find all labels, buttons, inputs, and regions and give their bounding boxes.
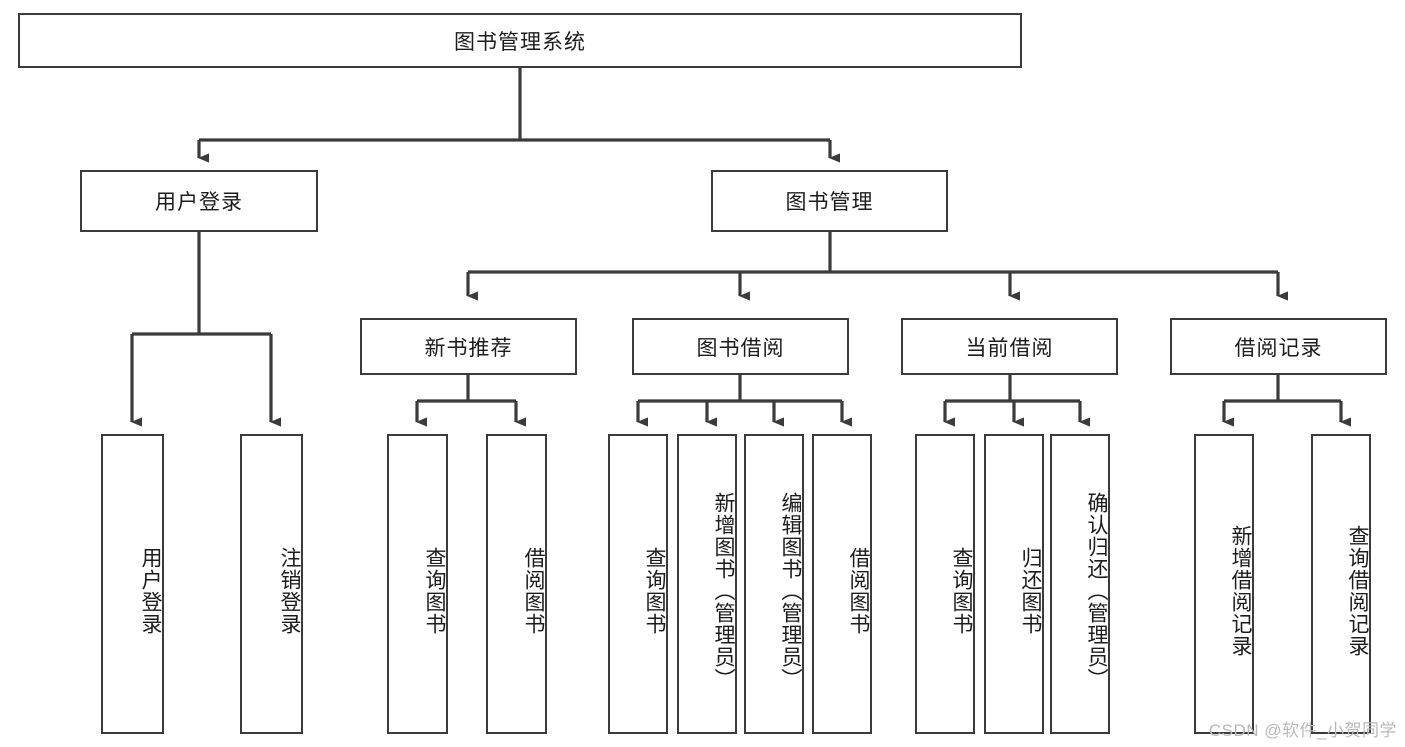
node-label: 归还图书 (1019, 547, 1042, 635)
node-label: 查询借阅记录 (1346, 525, 1369, 657)
leaf-new-book-query-book[interactable]: 查询图书 (387, 434, 448, 734)
node-book-management[interactable]: 图书管理 (711, 170, 948, 232)
node-label: 注销登录 (278, 547, 301, 635)
node-label: 编辑图书（管理员） (779, 492, 802, 690)
node-label: 当前借阅 (965, 336, 1054, 360)
leaf-borrow-query-book[interactable]: 查询图书 (608, 434, 668, 734)
leaf-record-query-record[interactable]: 查询借阅记录 (1311, 434, 1371, 734)
node-current-borrow[interactable]: 当前借阅 (901, 318, 1118, 375)
node-label: 确认归还（管理员） (1085, 492, 1108, 690)
node-label: 新书推荐 (424, 336, 513, 360)
leaf-current-confirm-return-admin[interactable]: 确认归还（管理员） (1050, 434, 1110, 734)
node-label: 新增借阅记录 (1229, 525, 1252, 657)
leaf-current-return-book[interactable]: 归还图书 (984, 434, 1044, 734)
node-root-book-management-system[interactable]: 图书管理系统 (18, 13, 1022, 68)
node-label: 用户登录 (139, 547, 162, 635)
node-borrow-record[interactable]: 借阅记录 (1170, 318, 1387, 375)
leaf-borrow-edit-book-admin[interactable]: 编辑图书（管理员） (744, 434, 804, 734)
node-label: 借阅图书 (522, 547, 545, 635)
node-label: 查询图书 (950, 547, 973, 635)
node-label: 图书管理系统 (454, 30, 586, 54)
node-label: 新增图书（管理员） (712, 492, 735, 690)
leaf-user-login-logout[interactable]: 注销登录 (240, 434, 303, 734)
node-label: 图书借阅 (696, 336, 785, 360)
leaf-new-book-borrow-book[interactable]: 借阅图书 (486, 434, 547, 734)
leaf-current-query-book[interactable]: 查询图书 (915, 434, 975, 734)
node-label: 借阅记录 (1234, 336, 1323, 360)
node-label: 图书管理 (785, 191, 874, 214)
leaf-borrow-add-book-admin[interactable]: 新增图书（管理员） (677, 434, 737, 734)
node-label: 用户登录 (155, 191, 243, 214)
leaf-user-login-login[interactable]: 用户登录 (101, 434, 164, 734)
leaf-borrow-borrow-book[interactable]: 借阅图书 (812, 434, 872, 734)
node-label: 查询图书 (643, 547, 666, 635)
leaf-record-add-record[interactable]: 新增借阅记录 (1194, 434, 1254, 734)
node-label: 查询图书 (423, 547, 446, 635)
node-book-borrow[interactable]: 图书借阅 (632, 318, 849, 375)
node-new-book-recommend[interactable]: 新书推荐 (360, 318, 577, 375)
node-label: 借阅图书 (847, 547, 870, 635)
node-user-login[interactable]: 用户登录 (80, 170, 318, 232)
